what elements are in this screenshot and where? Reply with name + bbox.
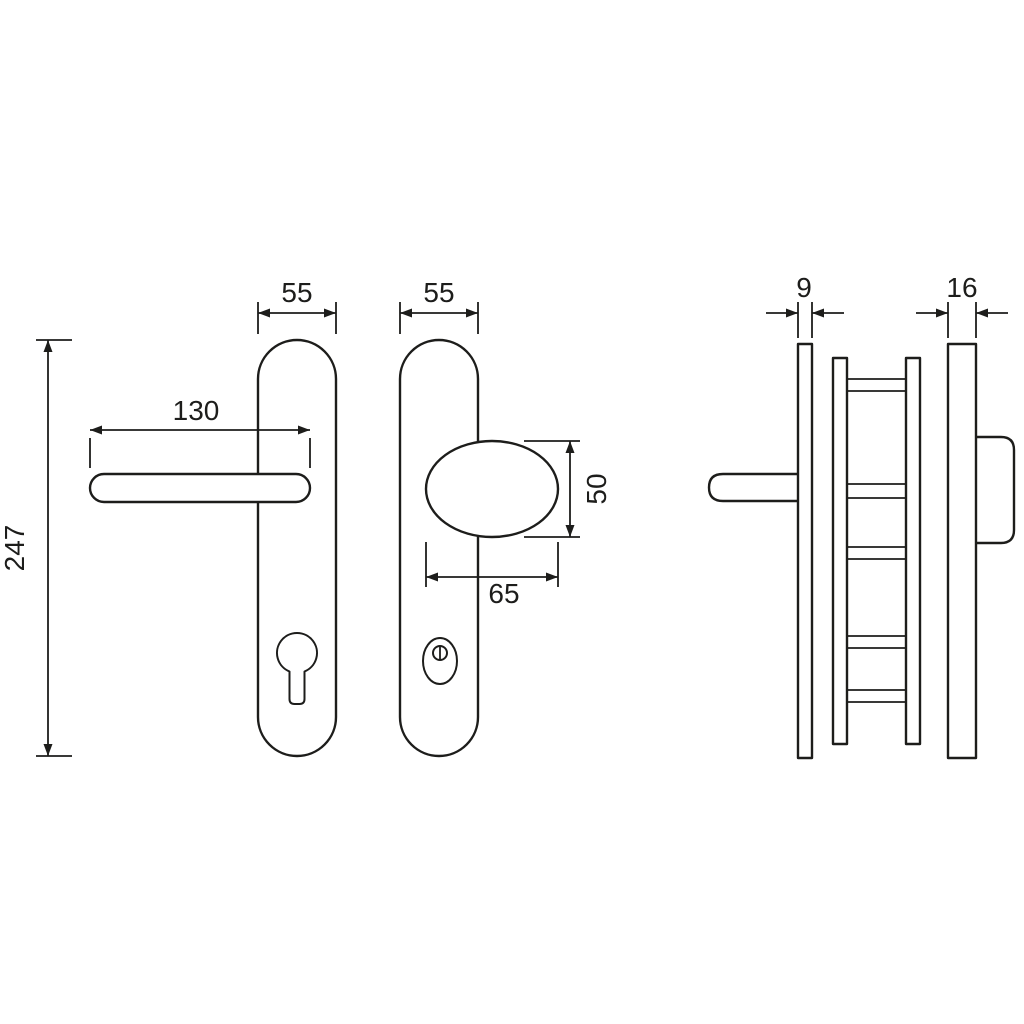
front-view-lever-plate bbox=[88, 338, 338, 758]
door-knob bbox=[424, 439, 560, 539]
connecting-bolts bbox=[847, 378, 906, 703]
outer-backplate-side bbox=[796, 342, 814, 760]
dim-lever-plate-width: 55 bbox=[257, 277, 337, 334]
arrowhead-right bbox=[546, 572, 558, 582]
arrowhead-down bbox=[43, 744, 53, 756]
door-knob-side bbox=[973, 435, 1016, 545]
dim-knob-height-label: 50 bbox=[581, 473, 612, 504]
dim-lever-length: 130 bbox=[89, 395, 311, 468]
dim-overall-height: 247 bbox=[0, 339, 72, 757]
arrowhead-up bbox=[43, 340, 53, 352]
dim-outer-plate-thickness: 9 bbox=[766, 272, 844, 338]
dim-overall-height-label: 247 bbox=[0, 525, 30, 572]
lever-handle bbox=[88, 472, 312, 504]
arrowhead-left bbox=[258, 308, 270, 318]
lever-handle-side bbox=[707, 472, 802, 503]
dim-knob-plate-width-label: 55 bbox=[423, 277, 454, 308]
arrowhead-left bbox=[90, 425, 102, 435]
dim-outer-plate-thickness-label: 9 bbox=[796, 272, 812, 303]
dim-lever-plate-width-label: 55 bbox=[281, 277, 312, 308]
sub-plate-right-side bbox=[904, 356, 922, 746]
arrowhead-right bbox=[936, 308, 948, 318]
arrowhead-right bbox=[298, 425, 310, 435]
arrowhead-left bbox=[400, 308, 412, 318]
arrowhead-right bbox=[786, 308, 798, 318]
arrowhead-left bbox=[426, 572, 438, 582]
dim-knob-plate-width: 55 bbox=[399, 277, 479, 334]
arrowhead-left bbox=[812, 308, 824, 318]
front-view-knob-plate bbox=[398, 338, 560, 758]
inner-backplate-side bbox=[946, 342, 978, 760]
arrowhead-left bbox=[976, 308, 988, 318]
dim-inner-plate-thickness: 16 bbox=[916, 272, 1008, 338]
arrowhead-right bbox=[324, 308, 336, 318]
euro-profile-keyhole bbox=[276, 631, 318, 705]
arrowhead-down bbox=[565, 525, 575, 537]
arrowhead-up bbox=[565, 441, 575, 453]
dim-knob-width: 65 bbox=[425, 542, 559, 609]
dim-lever-length-label: 130 bbox=[173, 395, 220, 426]
dim-knob-width-label: 65 bbox=[488, 578, 519, 609]
side-view-assembly bbox=[707, 342, 1016, 760]
dim-inner-plate-thickness-label: 16 bbox=[946, 272, 977, 303]
arrowhead-right bbox=[466, 308, 478, 318]
knob-backplate bbox=[398, 338, 480, 758]
sub-plate-left-side bbox=[831, 356, 849, 746]
dim-knob-height: 50 bbox=[524, 440, 612, 538]
